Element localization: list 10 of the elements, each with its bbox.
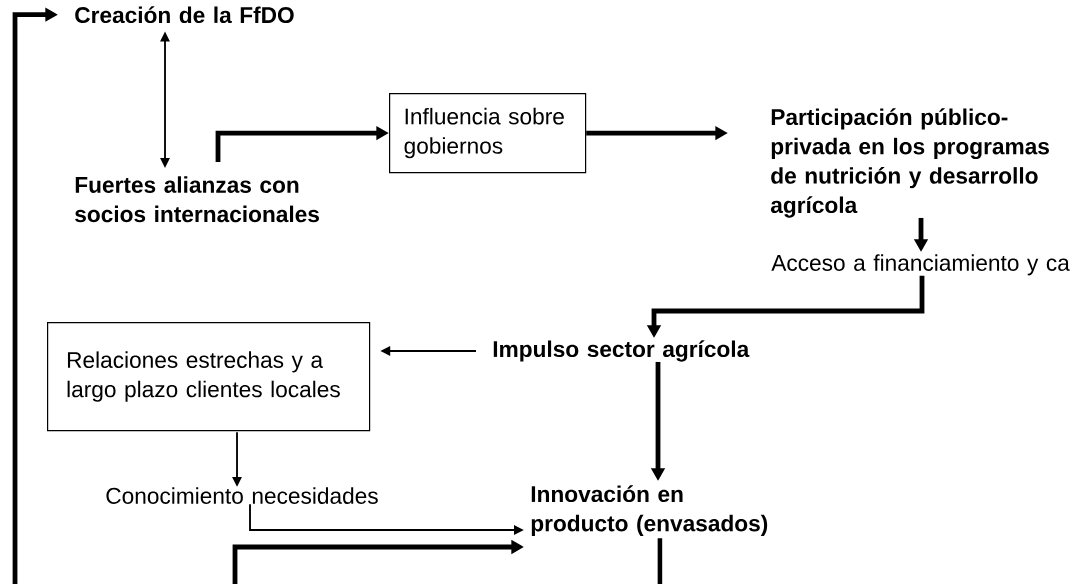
concept-label: Participación público-privada en los programas de nutrición y desarrollo agrícola	[770, 108, 1049, 218]
line	[657, 538, 663, 584]
concept-label: Innovación en producto (envasados)	[531, 485, 768, 536]
text-label: Acceso a financiamiento y ca	[771, 254, 1070, 276]
concept-label: Creación de la FfDO	[75, 6, 294, 24]
text-box: Influencia sobre gobiernos	[389, 93, 587, 174]
text-box: Relaciones estrechas y a largo plazo clientes locales	[47, 322, 371, 432]
concept-label: Impulso sector agrícola	[493, 340, 750, 362]
concept-label: Fuertes alianzas con socios internacionales	[75, 176, 319, 223]
text-label: Conocimiento necesidades	[106, 487, 378, 504]
